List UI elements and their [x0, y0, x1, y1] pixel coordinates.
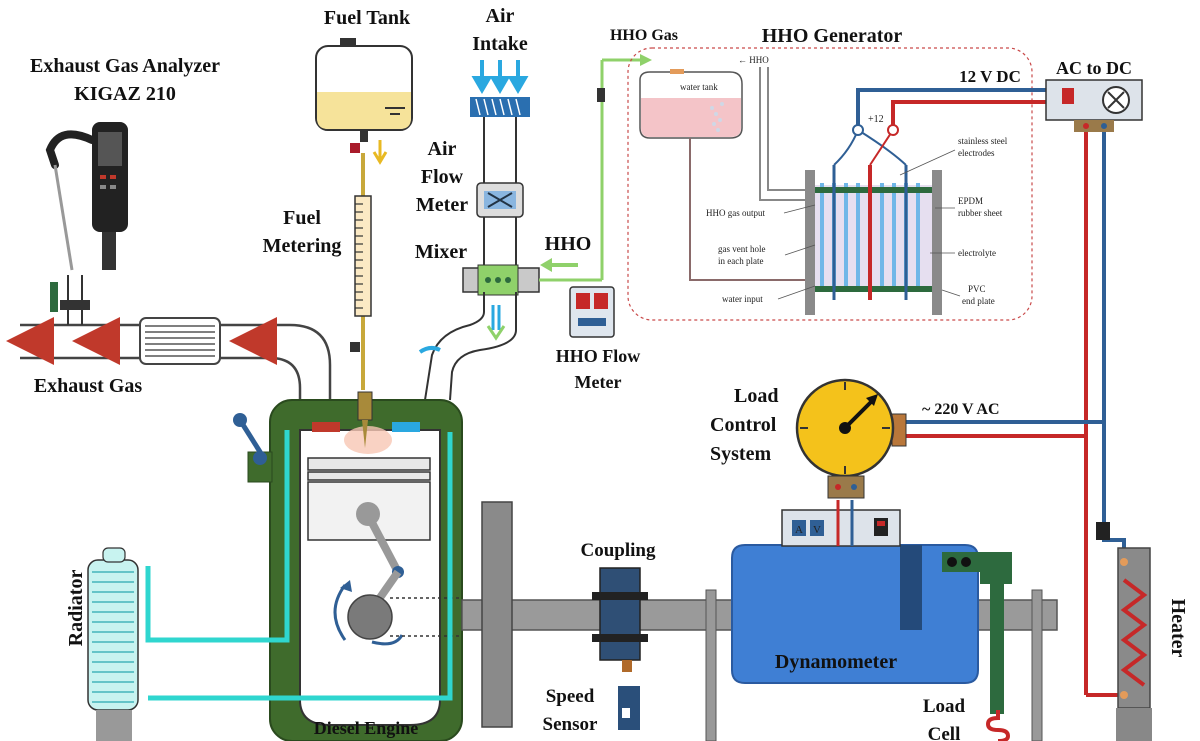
exhaust-muffler [139, 317, 221, 365]
exhaust-pipe [6, 275, 332, 400]
radiator-label: Radiator [65, 570, 87, 647]
rotation-arrow-icon [340, 580, 352, 592]
hho-label: HHO [545, 233, 592, 255]
dc-12v-label: 12 V DC [959, 67, 1021, 86]
hho-generator-title: HHO Generator [762, 25, 903, 47]
ac-220v-label: ~ 220 V AC [922, 401, 1000, 418]
hho-generator-boundary [627, 47, 1033, 321]
gas-vent-label-2: in each plate [718, 256, 763, 266]
load-cell-label-1: Load [923, 696, 966, 717]
air-intake-label-2: Intake [472, 33, 528, 55]
hho-line: HHO HHO Gas [539, 27, 678, 282]
fuel-metering-burette [354, 195, 372, 317]
heating-coil-icon [1120, 578, 1148, 687]
coupling [599, 567, 641, 661]
hho-flow-meter-label-1: HHO Flow [556, 346, 641, 366]
load-control-label-1: Load [734, 385, 778, 407]
hho-gas-output-label: HHO gas output [706, 208, 765, 218]
air-intake-label-1: Air [486, 5, 515, 27]
exhaust-gas-analyzer: Exhaust Gas Analyzer KIGAZ 210 [30, 55, 220, 271]
gas-vent-label-1: gas vent hole [718, 244, 766, 254]
pvc-label-2: end plate [962, 296, 995, 306]
crankshaft [347, 594, 393, 640]
air-intake: Air Intake Air Flow Meter [416, 5, 530, 265]
pvc-end-plate-left [805, 170, 815, 315]
pvc-label-1: PVC [968, 284, 986, 294]
air-flow-meter-label-2: Flow [421, 166, 464, 188]
lamp-icon [1107, 91, 1125, 109]
analyzer-probe-handle [45, 130, 96, 169]
electrolyte-label: electrolyte [958, 248, 996, 258]
load-control-label-2: Control [710, 414, 777, 436]
speed-sensor-label-1: Speed [546, 686, 595, 707]
ammeter-label: A [795, 524, 803, 536]
speed-sensor-label-2: Sensor [543, 714, 598, 735]
fuel-tank-label: Fuel Tank [324, 7, 411, 29]
hho-gas-label: HHO Gas [610, 27, 678, 44]
ac-dc-label: AC to DC [1056, 58, 1132, 78]
fuel-metering-label-2: Metering [263, 235, 342, 257]
water-input-label: water input [722, 294, 763, 304]
hho-flow-meter: HHO Flow Meter [556, 286, 641, 392]
load-control-system: Load Control System ~ 220 V AC [710, 378, 1000, 499]
fuel-flow-arrow-icon [372, 140, 388, 165]
fuel-tank: Fuel Tank Fuel Metering [263, 7, 413, 390]
heater-body [1117, 547, 1151, 709]
analyzer-title: Exhaust Gas Analyzer [30, 55, 220, 77]
exhaust-probe-port [60, 300, 90, 310]
exhaust-gas-label: Exhaust Gas [34, 375, 143, 397]
diesel-engine: Diesel Engine [233, 391, 463, 741]
hho-flow-meter-label-2: Meter [575, 372, 622, 392]
hho-small-label: ← HHO [738, 55, 769, 65]
coupling-label: Coupling [581, 540, 656, 561]
hho-generator: HHO Generator water tank ← HHO [627, 25, 1033, 321]
pvc-end-plate-right [932, 170, 942, 315]
mixer-label: Mixer [415, 241, 467, 263]
voltmeter-label: V [813, 524, 821, 536]
plus12-label: +12 [868, 114, 884, 125]
dynamometer-label: Dynamometer [775, 651, 897, 673]
water-tank-label: water tank [680, 82, 718, 92]
load-control-label-3: System [710, 443, 771, 465]
mixer: Mixer [415, 241, 540, 401]
mixed-flow-arrow-icon [486, 325, 506, 341]
analyzer-model: KIGAZ 210 [74, 83, 176, 105]
load-cell-label-2: Cell [928, 724, 961, 741]
hho-flow-arrow-icon [540, 258, 552, 272]
fuel-valve [350, 143, 360, 153]
flywheel [481, 501, 513, 728]
fuel-metering-label-1: Fuel [283, 207, 321, 229]
heater-label: Heater [1167, 599, 1189, 658]
stainless-label-1: stainless steel [958, 136, 1008, 146]
air-flow-meter-label-3: Meter [416, 194, 468, 216]
ac-dc-converter: AC to DC [1045, 58, 1143, 132]
coolant-circuit: Radiator [65, 430, 453, 741]
air-flow-arrow-icon [471, 60, 529, 94]
epdm-label-1: EPDM [958, 196, 983, 206]
engine-label: Diesel Engine [314, 718, 419, 738]
stainless-label-2: electrodes [958, 148, 995, 158]
gauge-needle-icon [843, 399, 874, 430]
dynamometer: A V Dynamometer [731, 500, 979, 684]
epdm-label-2: rubber sheet [958, 208, 1003, 218]
heater: Heater [1116, 547, 1189, 741]
air-flow-meter-label-1: Air [428, 138, 457, 160]
load-cell: Load Cell [923, 552, 1012, 741]
